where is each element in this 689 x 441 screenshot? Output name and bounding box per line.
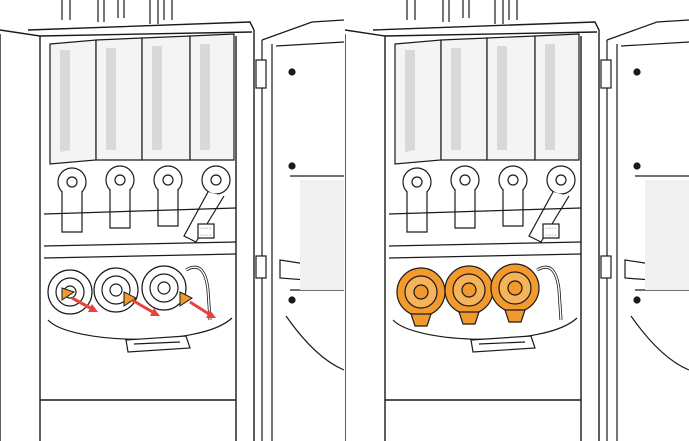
shelf-marking: ◦◦◦◦ (545, 226, 557, 232)
ingredient-canisters (394, 33, 580, 165)
cabinet-frame (0, 21, 255, 441)
orange-clips (61, 287, 193, 307)
panel-left-clip-release: ◦◦◦◦ ◦◦◦◦ (0, 0, 344, 441)
ingredient-canisters (49, 33, 235, 165)
side-door (600, 19, 689, 441)
shelf-marking-2: ◦◦◦◦ (545, 233, 557, 239)
drip-tray (392, 317, 578, 353)
cabinet-frame (345, 21, 600, 441)
vending-machine-drawing-right: ◦◦◦◦ ◦◦◦◦ (345, 0, 689, 441)
shelf-marking: ◦◦◦◦ (200, 226, 212, 232)
shelf-marking-2: ◦◦◦◦ (200, 233, 212, 239)
panel-right-bowls-highlighted: ◦◦◦◦ ◦◦◦◦ (345, 0, 689, 441)
release-arrows (71, 296, 216, 318)
highlighted-mixing-bowls (396, 263, 563, 327)
mixing-shelf (388, 207, 582, 259)
top-fittings (406, 0, 518, 24)
canister-outlets (402, 165, 576, 243)
side-door (255, 19, 344, 441)
canister-outlets (57, 165, 231, 243)
vending-machine-drawing-left: ◦◦◦◦ ◦◦◦◦ (0, 0, 344, 441)
drip-tray (47, 317, 233, 353)
top-fittings (61, 0, 173, 24)
mixing-shelf (43, 207, 237, 259)
